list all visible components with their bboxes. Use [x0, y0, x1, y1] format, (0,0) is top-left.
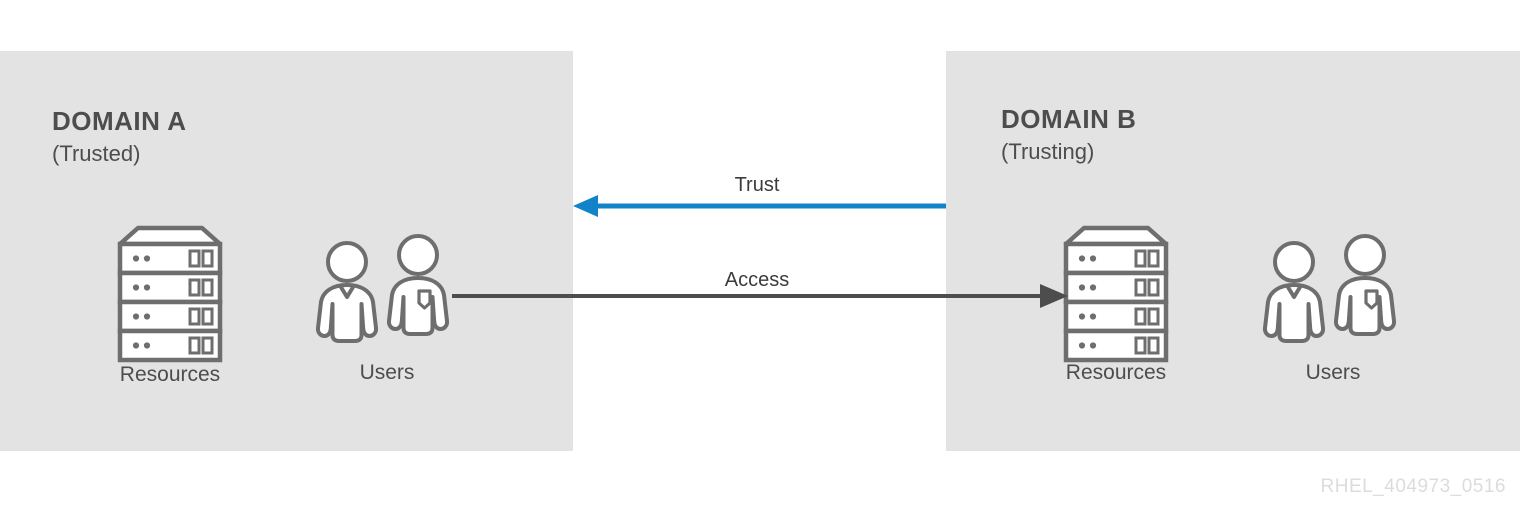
- trust-arrow-label: Trust: [734, 174, 780, 196]
- domain-b-title: DOMAIN B: [1001, 104, 1137, 134]
- domain-b-subtitle: (Trusting): [1001, 139, 1095, 164]
- access-arrow-label: Access: [724, 269, 790, 291]
- domain-a-title: DOMAIN A: [52, 106, 187, 136]
- domain-a-panel: [0, 51, 573, 451]
- domain-a-users-label: Users: [359, 361, 415, 384]
- domain-a-subtitle: (Trusted): [52, 141, 141, 166]
- domain-a-resources-label: Resources: [119, 363, 221, 386]
- trust-arrow: [573, 195, 946, 217]
- domain-b-panel: [946, 51, 1520, 451]
- watermark-id: RHEL_404973_0516: [1320, 476, 1506, 497]
- domain-b-users-label: Users: [1305, 361, 1361, 384]
- domain-b-resources-label: Resources: [1065, 361, 1167, 384]
